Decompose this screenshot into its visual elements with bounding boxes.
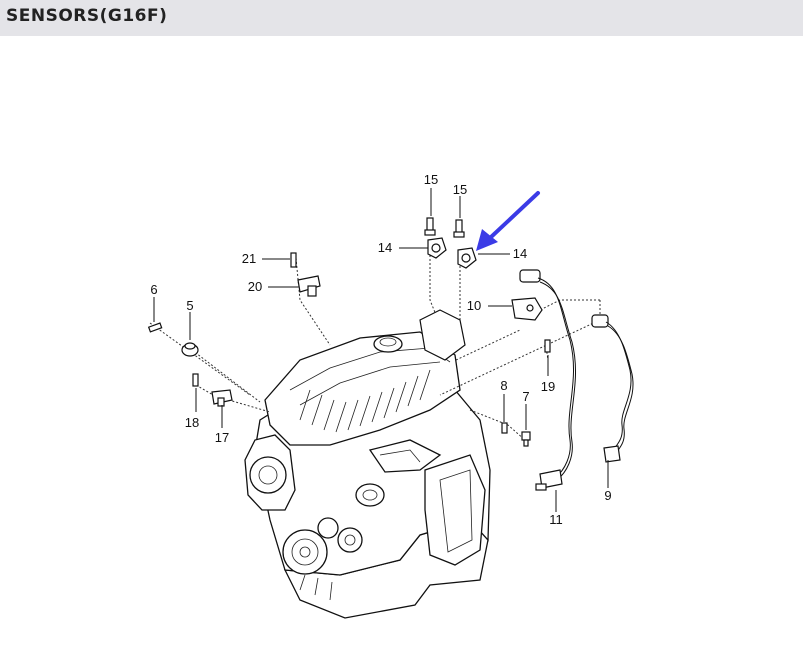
sensor-bracket xyxy=(419,309,466,361)
callout-8: 8 xyxy=(500,378,507,393)
callout-17: 17 xyxy=(215,430,229,445)
callout-14a: 14 xyxy=(378,240,392,255)
cam-sensor-14a xyxy=(427,237,447,259)
callout-19: 19 xyxy=(541,379,555,394)
parts xyxy=(147,217,634,491)
callout-9: 9 xyxy=(604,488,611,503)
bracket-10 xyxy=(511,297,543,321)
exploded-parts-diagram: 15 15 14 14 21 20 6 5 10 19 8 7 18 17 11… xyxy=(0,36,803,650)
callout-7: 7 xyxy=(522,389,529,404)
sensor-7 xyxy=(521,431,531,447)
sensor-20 xyxy=(297,275,321,297)
callout-21: 21 xyxy=(242,251,256,266)
callout-labels: 15 15 14 14 21 20 6 5 10 19 8 7 18 17 11… xyxy=(150,172,611,527)
bolt-15a xyxy=(424,217,436,236)
callout-10: 10 xyxy=(467,298,481,313)
callout-15b: 15 xyxy=(453,182,467,197)
diagram-svg: 15 15 14 14 21 20 6 5 10 19 8 7 18 17 11… xyxy=(147,172,634,619)
oxygen-sensor-9 xyxy=(591,314,634,463)
highlight-arrow xyxy=(476,191,540,251)
oxygen-sensor-11 xyxy=(519,269,577,491)
bolt-19 xyxy=(544,339,551,353)
crank-sensor-17 xyxy=(211,389,233,407)
engine-illustration xyxy=(244,331,491,619)
title-bar: SENSORS(G16F) xyxy=(0,0,803,36)
page-title: SENSORS(G16F) xyxy=(6,6,168,26)
cam-sensor-14b xyxy=(457,247,477,269)
bolt-15b xyxy=(453,219,465,238)
callout-leaders xyxy=(153,188,609,512)
bolt-8 xyxy=(501,422,508,434)
callout-14b: 14 xyxy=(513,246,527,261)
bolt-18 xyxy=(192,373,199,387)
callout-20: 20 xyxy=(248,279,262,294)
callout-18: 18 xyxy=(185,415,199,430)
bolt-21 xyxy=(290,252,297,268)
callout-15a: 15 xyxy=(424,172,438,187)
knock-sensor-5 xyxy=(181,342,199,357)
callout-11: 11 xyxy=(549,512,563,527)
callout-5: 5 xyxy=(186,298,193,313)
bolt-6 xyxy=(147,322,163,333)
callout-6: 6 xyxy=(150,282,157,297)
